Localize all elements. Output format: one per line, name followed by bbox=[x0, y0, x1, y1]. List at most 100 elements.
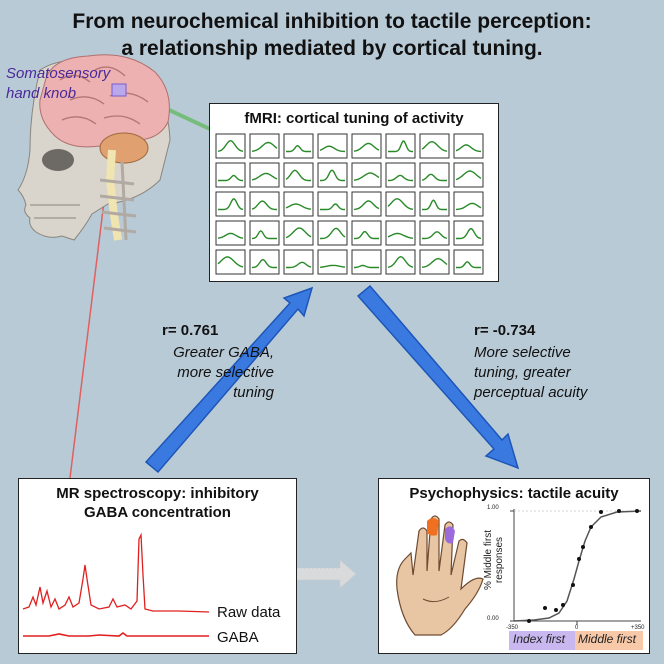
psycho-title: Psychophysics: tactile acuity bbox=[409, 485, 619, 502]
x-tick-mid: 0 bbox=[575, 625, 579, 631]
tuning-cell bbox=[351, 133, 382, 159]
mrs-panel: MR spectroscopy: inhibitory GABA concent… bbox=[18, 478, 297, 654]
x-tick-right: +350 bbox=[631, 625, 645, 631]
tuning-curve bbox=[456, 261, 481, 269]
psychometric-plot bbox=[510, 509, 642, 625]
tuning-curve bbox=[388, 140, 413, 153]
tuning-curve bbox=[387, 198, 414, 210]
right-text-2: tuning, greater bbox=[474, 364, 571, 381]
tuning-curve bbox=[387, 232, 414, 239]
x-tick-left: -350 bbox=[506, 625, 519, 631]
y-tick-bottom: 0.00 bbox=[487, 616, 499, 622]
tuning-curve bbox=[353, 200, 380, 211]
tuning-cell bbox=[419, 162, 450, 188]
tuning-cell bbox=[317, 220, 348, 246]
data-points bbox=[527, 509, 639, 623]
tuning-curve bbox=[320, 227, 346, 240]
left-text-1: Greater GABA, bbox=[173, 344, 274, 361]
psychophysics-panel: Psychophysics: tactile acuity 1.00 0 bbox=[378, 478, 650, 654]
tuning-cell bbox=[453, 220, 484, 246]
right-text-3: perceptual acuity bbox=[474, 384, 588, 401]
tuning-curve bbox=[251, 172, 278, 181]
tuning-curve bbox=[251, 141, 278, 152]
index-first-band bbox=[509, 631, 575, 650]
tuning-cell bbox=[249, 162, 280, 188]
right-text-1: More selective bbox=[474, 344, 571, 361]
tuning-curve bbox=[455, 170, 482, 181]
tuning-cell bbox=[385, 133, 416, 159]
middle-first-label: Middle first bbox=[578, 632, 637, 646]
figure-title-line2: a relationship mediated by cortical tuni… bbox=[121, 37, 543, 60]
gaba-trace bbox=[23, 632, 209, 637]
left-text-3: tuning bbox=[233, 384, 274, 401]
tuning-cell bbox=[283, 162, 314, 188]
y-tick-top: 1.00 bbox=[487, 505, 499, 511]
tuning-cell bbox=[317, 191, 348, 217]
tuning-curve bbox=[217, 232, 244, 239]
tuning-curve bbox=[217, 139, 244, 152]
tuning-curve bbox=[285, 203, 312, 210]
tuning-cell bbox=[351, 249, 382, 275]
tuning-curve bbox=[422, 199, 447, 211]
index-first-label: Index first bbox=[513, 632, 566, 646]
left-text-2: more selective bbox=[177, 364, 274, 381]
tuning-curve bbox=[421, 173, 447, 182]
tuning-cell bbox=[385, 249, 416, 275]
tuning-curve bbox=[286, 261, 312, 269]
tuning-curve bbox=[319, 264, 346, 268]
figure-title-line1: From neurochemical inhibition to tactile… bbox=[72, 10, 592, 33]
hand-knob-label-line2: hand knob bbox=[6, 85, 77, 102]
tuning-cell bbox=[351, 220, 382, 246]
tuning-curve bbox=[353, 142, 380, 152]
raw-data-label: Raw data bbox=[217, 604, 281, 621]
tuning-curve bbox=[320, 203, 345, 211]
fmri-title: fMRI: cortical tuning of activity bbox=[244, 110, 464, 127]
tuning-curve bbox=[251, 258, 277, 269]
tuning-cell bbox=[215, 133, 246, 159]
y-axis-label-line2: responses bbox=[494, 536, 505, 584]
tuning-curve bbox=[422, 231, 448, 240]
tuning-curve bbox=[218, 174, 243, 182]
tuning-cell bbox=[249, 249, 280, 275]
tuning-curve bbox=[320, 169, 345, 182]
y-axis-label-line1: % Middle first bbox=[483, 530, 494, 591]
tuning-curve bbox=[387, 255, 414, 268]
raw-data-trace bbox=[22, 532, 210, 613]
correlation-left: r= 0.761 bbox=[162, 322, 219, 339]
hand-knob-label-line1: Somatosensory bbox=[6, 65, 111, 82]
tuning-curve bbox=[353, 172, 380, 181]
tuning-curve bbox=[388, 174, 413, 182]
tuning-cell bbox=[317, 249, 348, 275]
mrs-title-line1: MR spectroscopy: inhibitory bbox=[56, 485, 259, 502]
tuning-curve bbox=[421, 257, 448, 268]
tuning-cell bbox=[317, 162, 348, 188]
tuning-cell bbox=[249, 191, 280, 217]
tuning-cell bbox=[283, 220, 314, 246]
tuning-curve bbox=[251, 230, 277, 240]
tuning-curve bbox=[421, 140, 448, 152]
tuning-cell bbox=[351, 191, 382, 217]
fmri-panel: fMRI: cortical tuning of activity bbox=[209, 103, 499, 282]
gaba-label: GABA bbox=[217, 629, 259, 646]
tuning-curve bbox=[285, 227, 312, 239]
tuning-curve bbox=[354, 230, 379, 240]
tuning-curve bbox=[285, 169, 311, 182]
tuning-cell bbox=[215, 162, 246, 188]
tuning-curve bbox=[217, 256, 244, 268]
tuning-curve bbox=[455, 144, 481, 153]
tuning-cell bbox=[453, 162, 484, 188]
tuning-cell bbox=[249, 220, 280, 246]
tuning-cell bbox=[317, 133, 348, 159]
correlation-right: r= -0.734 bbox=[474, 322, 536, 339]
tuning-cell bbox=[283, 249, 314, 275]
psychometric-fit-curve bbox=[513, 510, 642, 622]
tuning-curve bbox=[354, 264, 379, 269]
tuning-cell bbox=[385, 220, 416, 246]
tuning-curve bbox=[319, 145, 346, 153]
tuning-curve bbox=[456, 227, 482, 240]
mrs-title-line2: GABA concentration bbox=[84, 504, 231, 521]
